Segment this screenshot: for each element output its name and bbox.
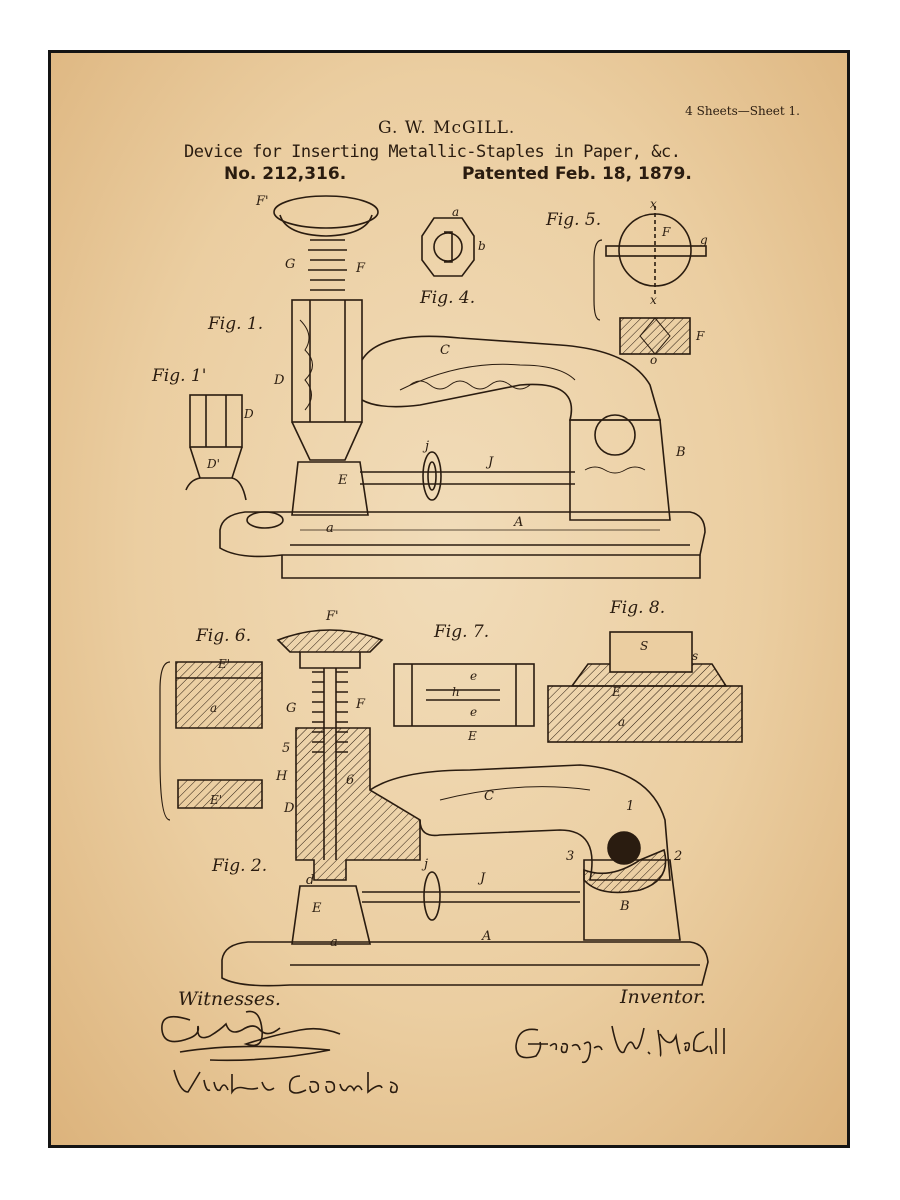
svg-text:C: C <box>484 789 494 804</box>
svg-text:F': F' <box>325 609 339 624</box>
figure-5-drawing: x F g x F o <box>593 197 708 367</box>
svg-text:E: E <box>467 729 477 743</box>
svg-text:F': F' <box>255 194 269 209</box>
svg-text:B: B <box>675 445 686 460</box>
svg-text:e: e <box>470 705 477 719</box>
svg-text:j: j <box>422 439 429 454</box>
svg-text:6: 6 <box>346 773 354 788</box>
svg-text:B: B <box>619 899 630 914</box>
figure-1-drawing: F' G F D C j J B E a A <box>219 194 706 579</box>
svg-text:E': E' <box>217 657 230 671</box>
svg-text:H: H <box>275 769 288 784</box>
figure-4-label: Fig. 4. <box>420 288 476 308</box>
figure-5-label: Fig. 5. <box>546 210 602 230</box>
svg-text:D: D <box>243 407 254 421</box>
svg-text:E: E <box>611 685 621 699</box>
svg-text:2: 2 <box>673 849 682 864</box>
svg-text:F: F <box>695 329 705 343</box>
svg-text:A: A <box>481 929 491 944</box>
svg-text:g: g <box>700 233 708 247</box>
svg-text:d: d <box>306 873 314 888</box>
svg-text:E: E <box>311 901 322 916</box>
svg-text:D: D <box>283 801 295 816</box>
svg-text:s: s <box>692 649 698 663</box>
svg-text:o: o <box>650 353 657 367</box>
figure-2-label: Fig. 2. <box>212 856 268 876</box>
svg-text:E: E <box>337 473 348 488</box>
witnesses-heading: Witnesses. <box>178 988 281 1010</box>
figure-4-drawing: a b <box>421 205 486 277</box>
figure-8-label: Fig. 8. <box>610 598 666 618</box>
figure-1-prime-drawing: D D' <box>185 394 254 501</box>
inventor-heading: Inventor. <box>620 986 707 1008</box>
svg-text:C: C <box>440 343 450 358</box>
svg-text:a: a <box>452 205 459 219</box>
svg-text:A: A <box>513 515 523 530</box>
patent-number: No. 212,316. <box>224 164 347 184</box>
svg-text:G: G <box>286 701 296 716</box>
svg-text:J: J <box>485 455 494 470</box>
figure-1-prime-label: Fig. 1' <box>152 366 207 386</box>
svg-text:S: S <box>640 639 648 653</box>
figure-6-drawing: E' a E' <box>159 657 263 821</box>
svg-text:b: b <box>478 239 486 253</box>
figure-2-drawing: F' F G 5 H D 6 C j J 3 2 1 B E d a A <box>221 609 709 987</box>
figure-1-label: Fig. 1. <box>208 314 264 334</box>
witness-1-signature <box>161 1010 341 1062</box>
sheet-number: 4 Sheets—Sheet 1. <box>685 104 800 118</box>
svg-text:1: 1 <box>626 799 634 814</box>
svg-text:h: h <box>452 685 460 699</box>
patent-title: Device for Inserting Metallic-Staples in… <box>184 142 681 162</box>
inventor-signature <box>515 1025 725 1064</box>
witness-2-signature <box>173 1069 398 1095</box>
svg-text:5: 5 <box>282 741 290 756</box>
svg-text:e: e <box>470 669 477 683</box>
figure-8-drawing: S s E a <box>547 631 743 743</box>
svg-text:j: j <box>421 857 428 872</box>
figure-7-drawing: e h e E <box>393 663 535 743</box>
svg-text:3: 3 <box>566 849 574 864</box>
svg-text:J: J <box>477 871 486 886</box>
svg-text:a: a <box>330 935 338 950</box>
figure-6-label: Fig. 6. <box>196 626 252 646</box>
svg-text:F: F <box>661 225 671 239</box>
svg-text:a: a <box>326 521 334 536</box>
svg-text:G: G <box>285 257 295 272</box>
svg-text:E': E' <box>209 793 222 807</box>
svg-text:D': D' <box>206 457 220 471</box>
svg-text:F: F <box>355 261 366 276</box>
figure-7-label: Fig. 7. <box>434 622 490 642</box>
inventor-name-header: G. W. McGILL. <box>378 118 516 138</box>
svg-text:F: F <box>355 697 366 712</box>
svg-text:a: a <box>618 715 625 729</box>
svg-text:x: x <box>650 293 657 307</box>
svg-text:D: D <box>273 373 285 388</box>
svg-text:a: a <box>210 701 217 715</box>
svg-text:x: x <box>650 197 657 211</box>
patent-date: Patented Feb. 18, 1879. <box>462 164 692 184</box>
